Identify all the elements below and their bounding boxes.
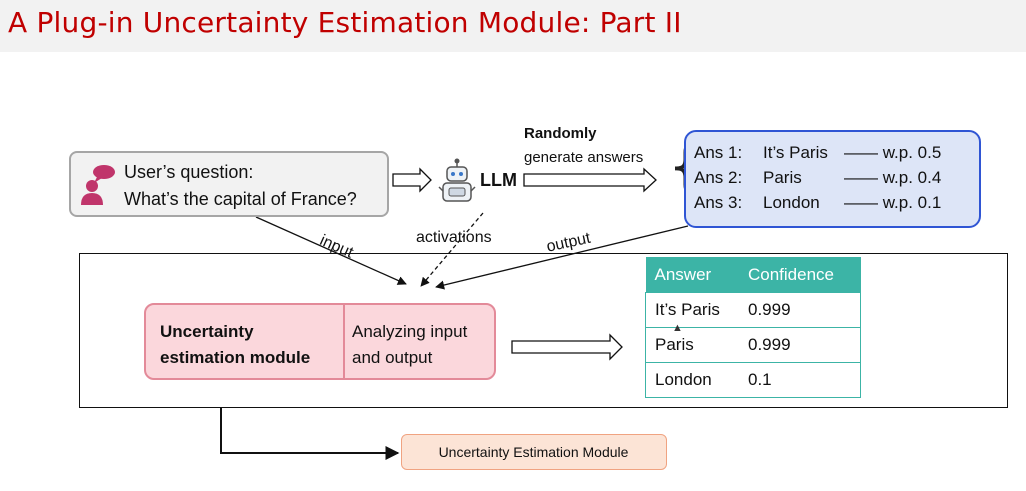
activations-label: activations bbox=[416, 229, 492, 246]
question-label: User’s question: bbox=[124, 162, 254, 182]
module-desc-line1: Analyzing input bbox=[352, 322, 468, 341]
table-header-row: Answer Confidence bbox=[645, 257, 861, 293]
answer-prob: —— w.p. 0.5 bbox=[844, 143, 942, 162]
mouse-cursor-icon: ▲ bbox=[672, 322, 683, 334]
cell-answer: Paris bbox=[645, 327, 739, 363]
header-confidence: Confidence bbox=[739, 257, 861, 293]
activations-arrow bbox=[420, 212, 484, 287]
table-row: London 0.1 bbox=[645, 362, 861, 398]
llm-to-answers-arrow bbox=[523, 167, 657, 193]
cell-confidence: 0.999 bbox=[739, 292, 861, 328]
llm-label: LLM bbox=[480, 170, 517, 190]
table-row: Paris 0.999 bbox=[645, 327, 861, 363]
question-to-llm-arrow bbox=[392, 167, 432, 193]
output-arrow bbox=[435, 225, 689, 290]
robot-icon bbox=[438, 158, 476, 202]
header-answer: Answer bbox=[645, 257, 739, 293]
generation-label-bold: Randomly bbox=[524, 125, 597, 142]
answer-prob: —— w.p. 0.4 bbox=[844, 168, 942, 187]
answer-label: Ans 3: bbox=[694, 193, 743, 212]
slide-title: A Plug-in Uncertainty Estimation Module:… bbox=[8, 6, 682, 39]
input-arrow bbox=[255, 216, 407, 285]
answer-text: London bbox=[763, 193, 820, 212]
generation-label: generate answers bbox=[524, 149, 644, 166]
confidence-table: Answer Confidence It’s Paris 0.999 Paris… bbox=[645, 257, 861, 398]
answer-prob: —— w.p. 0.1 bbox=[844, 193, 942, 212]
module-divider bbox=[343, 305, 345, 378]
answers-box: Ans 1: It’s Paris —— w.p. 0.5 Ans 2: Par… bbox=[684, 130, 981, 228]
bottom-module-box: Uncertainty Estimation Module bbox=[401, 434, 667, 470]
user-question-icon bbox=[81, 165, 115, 205]
answer-text: Paris bbox=[763, 168, 802, 187]
answer-text: It’s Paris bbox=[763, 143, 828, 162]
answer-label: Ans 2: bbox=[694, 168, 743, 187]
bottom-module-label: Uncertainty Estimation Module bbox=[438, 444, 629, 460]
module-desc-line2: and output bbox=[352, 348, 433, 367]
uncertainty-module-box: Uncertainty estimation module Analyzing … bbox=[144, 303, 496, 380]
question-box: User’s question: What’s the capital of F… bbox=[69, 151, 389, 217]
module-name-line2: estimation module bbox=[160, 348, 311, 367]
module-to-table-arrow bbox=[511, 333, 623, 361]
question-text: What’s the capital of France? bbox=[124, 189, 357, 209]
module-name-line1: Uncertainty bbox=[160, 322, 254, 341]
title-bar: A Plug-in Uncertainty Estimation Module:… bbox=[0, 0, 1026, 52]
cell-confidence: 0.1 bbox=[739, 362, 861, 398]
table-row: It’s Paris 0.999 bbox=[645, 292, 861, 328]
bottom-connector bbox=[220, 408, 400, 460]
module-frame bbox=[79, 253, 1008, 408]
cell-answer: It’s Paris bbox=[645, 292, 739, 328]
cell-answer: London bbox=[645, 362, 739, 398]
cell-confidence: 0.999 bbox=[739, 327, 861, 363]
answer-label: Ans 1: bbox=[694, 143, 743, 162]
